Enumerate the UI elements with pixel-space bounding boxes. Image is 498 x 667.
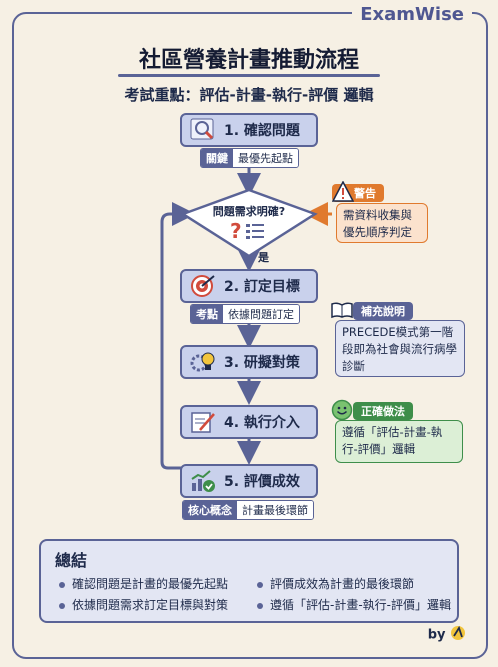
- summary-item: 遵循「評估-計畫-執行-評價」邏輯: [257, 596, 451, 613]
- summary-item: 確認問題是計畫的最優先起點: [59, 575, 228, 592]
- correct-card: 遵循「評估-計畫-執行-評價」邏輯: [335, 420, 463, 463]
- page-subtitle: 考試重點：評估-計畫-執行-評價 邏輯: [124, 86, 374, 104]
- decision-question: 問題需求明確?: [212, 205, 286, 218]
- correct-head-label: 正確做法: [361, 405, 405, 418]
- author-logo-icon: [450, 625, 466, 645]
- clipboard-pen-icon: [190, 410, 216, 434]
- step-evaluate: 5. 評價成效: [180, 464, 318, 498]
- step-1-tag: 關鍵 最優先起點: [200, 148, 299, 168]
- summary-item: 評價成效為計畫的最後環節: [257, 575, 414, 592]
- step-5-tag: 核心概念 計畫最後環節: [182, 500, 314, 520]
- step-label: 3. 研擬對策: [224, 355, 300, 371]
- step-label: 2. 訂定目標: [224, 279, 300, 295]
- chart-check-icon: [190, 469, 216, 493]
- warning-card: 需資料收集與優先順序判定: [336, 203, 428, 243]
- tag-value: 依據問題訂定: [223, 305, 299, 323]
- page-title: 社區營養計畫推動流程: [138, 48, 359, 73]
- summary-item: 依據問題需求訂定目標與對策: [59, 596, 228, 613]
- warning-head-label: 警告: [354, 187, 376, 200]
- tag-key: 關鍵: [201, 149, 233, 167]
- tag-key: 核心概念: [183, 501, 237, 519]
- decision-yes-label: 是: [258, 251, 269, 264]
- page-frame: [12, 12, 488, 659]
- step-identify-problem: 1. 確認問題: [180, 113, 318, 147]
- summary-box: 總結 確認問題是計畫的最優先起點 評價成效為計畫的最後環節 依據問題需求訂定目標…: [39, 539, 459, 623]
- step-label: 4. 執行介入: [224, 415, 300, 431]
- question-mark-icon: ?: [226, 218, 272, 243]
- magnifier-icon: [190, 118, 216, 142]
- byline: by: [428, 625, 466, 645]
- note-head-label: 補充說明: [361, 305, 405, 318]
- note-card: PRECEDE模式第一階段即為社會與流行病學診斷: [335, 320, 465, 377]
- target-icon: [190, 274, 216, 298]
- smile-icon: [331, 399, 353, 421]
- tag-key: 考點: [191, 305, 223, 323]
- summary-title: 總結: [55, 551, 88, 570]
- svg-text:?: ?: [230, 219, 242, 242]
- step-label: 1. 確認問題: [224, 123, 300, 139]
- tag-value: 最優先起點: [233, 149, 298, 167]
- decision-diamond: [180, 188, 318, 258]
- byline-text: by: [427, 627, 446, 643]
- correct-head: 正確做法: [353, 402, 413, 420]
- title-underline: [118, 74, 380, 77]
- note-head: 補充說明: [353, 302, 413, 320]
- step-2-tag: 考點 依據問題訂定: [190, 304, 300, 324]
- gear-bulb-icon: [190, 350, 216, 374]
- step-develop-strategies: 3. 研擬對策: [180, 345, 318, 379]
- book-icon: [331, 301, 353, 319]
- step-implement: 4. 執行介入: [180, 405, 318, 439]
- step-set-goals: 2. 訂定目標: [180, 269, 318, 303]
- tag-value: 計畫最後環節: [237, 501, 313, 519]
- warning-icon: [331, 180, 355, 203]
- brand-logo: ExamWise: [352, 4, 472, 25]
- step-label: 5. 評價成效: [224, 474, 300, 490]
